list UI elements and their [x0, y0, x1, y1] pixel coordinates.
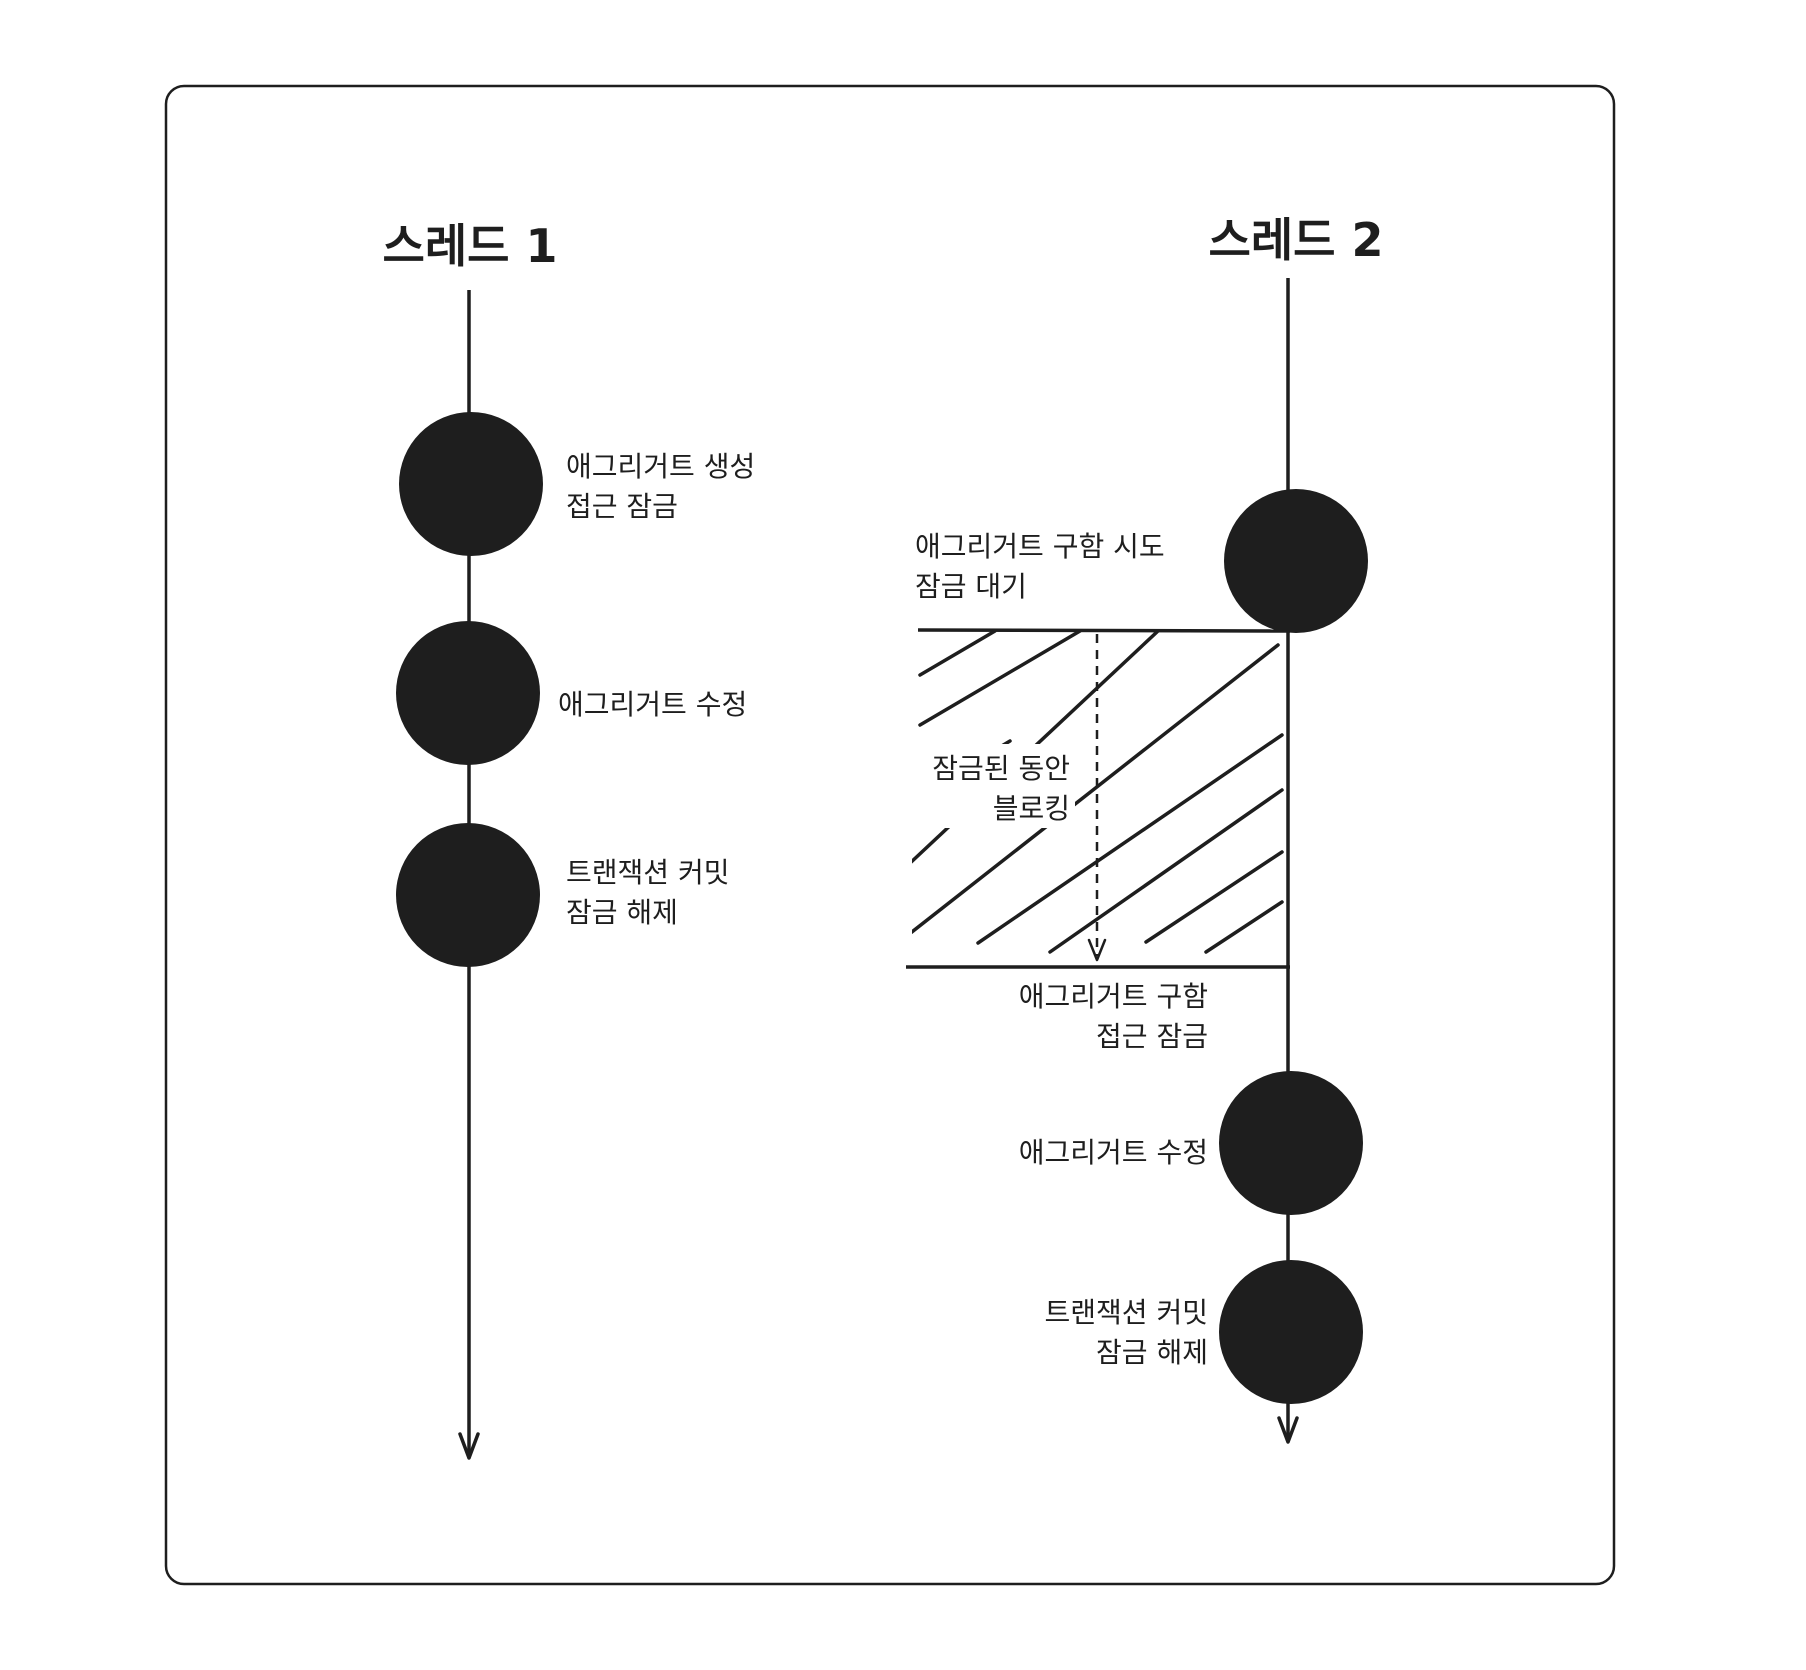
thread2-event-node-attempt — [1224, 489, 1368, 633]
thread1-event-label: 애그리거트 생성 — [566, 450, 755, 483]
thread1-event-node-modify — [396, 621, 540, 765]
thread2-title: 스레드 2 — [1209, 213, 1384, 267]
blocking-hatch — [912, 631, 1284, 954]
thread2-event-label: 잠금 해제 — [1096, 1336, 1208, 1369]
thread2-event-label: 애그리거트 수정 — [1019, 1136, 1208, 1169]
acquired-label: 접근 잠금 — [1096, 1020, 1208, 1053]
blocking-wait-arrowhead — [1087, 938, 1107, 962]
acquired-label: 애그리거트 구함 — [1019, 980, 1208, 1013]
blocking-top-line — [917, 628, 1291, 633]
thread2-event-node-commit — [1219, 1260, 1363, 1404]
thread2-event-node-modify — [1219, 1071, 1363, 1215]
thread1-event-label: 잠금 해제 — [566, 896, 678, 929]
thread1-event-label: 트랜잭션 커밋 — [566, 856, 729, 889]
diagram-frame — [164, 84, 1616, 1586]
thread2-timeline — [1277, 278, 1299, 1444]
thread2-event-label: 잠금 대기 — [915, 570, 1027, 603]
thread1-event-label: 접근 잠금 — [566, 490, 678, 523]
thread1-arrowhead — [458, 1432, 480, 1460]
thread2-event-label: 애그리거트 구함 시도 — [915, 530, 1165, 563]
thread1-event-node-create — [399, 412, 543, 556]
blocking-region: 잠금된 동안 블로킹 — [906, 628, 1291, 969]
thread2-event-label: 트랜잭션 커밋 — [1045, 1296, 1208, 1329]
thread1-title: 스레드 1 — [383, 219, 558, 273]
thread1-event-node-commit — [396, 823, 540, 967]
blocking-label: 블로킹 — [993, 792, 1070, 825]
thread2-arrowhead — [1277, 1416, 1299, 1444]
thread1-event-label: 애그리거트 수정 — [558, 688, 747, 721]
blocking-label: 잠금된 동안 — [932, 752, 1070, 785]
